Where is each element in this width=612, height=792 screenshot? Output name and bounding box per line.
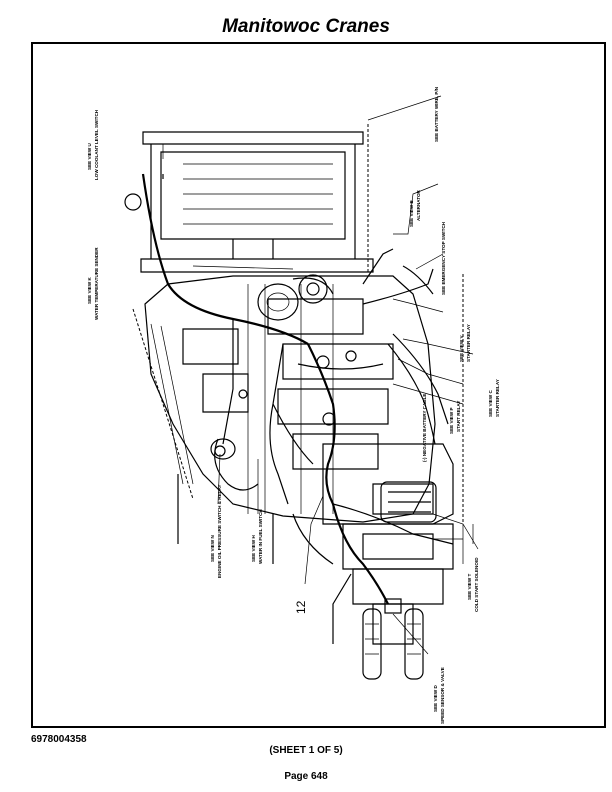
label-view-c-sub: STARTER RELAY [495, 379, 500, 417]
callout-number: 12 [294, 600, 308, 614]
engine-wiring-diagram: SEE VIEW U LOW COOLANT LEVEL SWITCH SEE … [87, 86, 500, 724]
wiring-harness [141, 173, 454, 605]
transmission-pump [332, 523, 454, 680]
label-view-u-sub: LOW COOLANT LEVEL SWITCH [94, 109, 99, 180]
label-view-t-sub: COLD START SOLENOID [474, 557, 479, 612]
label-view-b-sub: ALTERNATOR [416, 189, 421, 221]
label-negative-cable: (-) NEGATIVE BATTERY CABLE [422, 394, 427, 462]
diagram-frame: SEE VIEW U LOW COOLANT LEVEL SWITCH SEE … [31, 42, 606, 728]
label-view-n: SEE VIEW N [210, 535, 215, 562]
left-components [162, 174, 274, 564]
label-view-k-sub: WATER TEMPERATURE SENDER [94, 247, 99, 320]
label-view-d-sub: SPEED SENSOR & VALVE [440, 667, 445, 724]
alternator [257, 277, 334, 321]
sheet-indicator: (SHEET 1 OF 5) [269, 745, 343, 756]
page-number: Page 648 [284, 771, 328, 782]
engine-block [132, 274, 436, 523]
label-emergency-stop: SEE EMERGENCY STOP SWITCH [441, 221, 446, 295]
radiator-assembly [124, 131, 374, 273]
bell-housing [322, 443, 454, 525]
label-battery-wire: SEE BATTERY WIRE, P/N [434, 86, 439, 142]
label-view-u: SEE VIEW U [87, 143, 92, 170]
label-view-n-sub: ENGINE OIL PRESSURE SWITCH & RELAY [217, 485, 222, 578]
leader-lines [162, 95, 479, 655]
label-view-h: SEE VIEW H [251, 535, 256, 562]
label-view-v-sub: STARTER RELAY [466, 324, 471, 362]
page-title: Manitowoc Cranes [222, 16, 390, 37]
document-number: 6978004358 [31, 734, 87, 745]
label-view-p-sub: START RELAY [456, 401, 461, 432]
label-view-t: SEE VIEW T [467, 574, 472, 600]
label-view-d: SEE VIEW D [433, 685, 438, 712]
label-view-h-sub: WATER IN FUEL SWITCH [258, 509, 263, 564]
label-view-p: SEE VIEW P [449, 407, 454, 434]
diagram-labels: SEE VIEW U LOW COOLANT LEVEL SWITCH SEE … [87, 86, 500, 724]
label-view-c: SEE VIEW C [488, 390, 493, 417]
label-view-k: SEE VIEW K [87, 277, 92, 304]
label-view-b: SEE VIEW B [409, 200, 414, 227]
label-view-v: SEE VIEW V [459, 335, 464, 362]
